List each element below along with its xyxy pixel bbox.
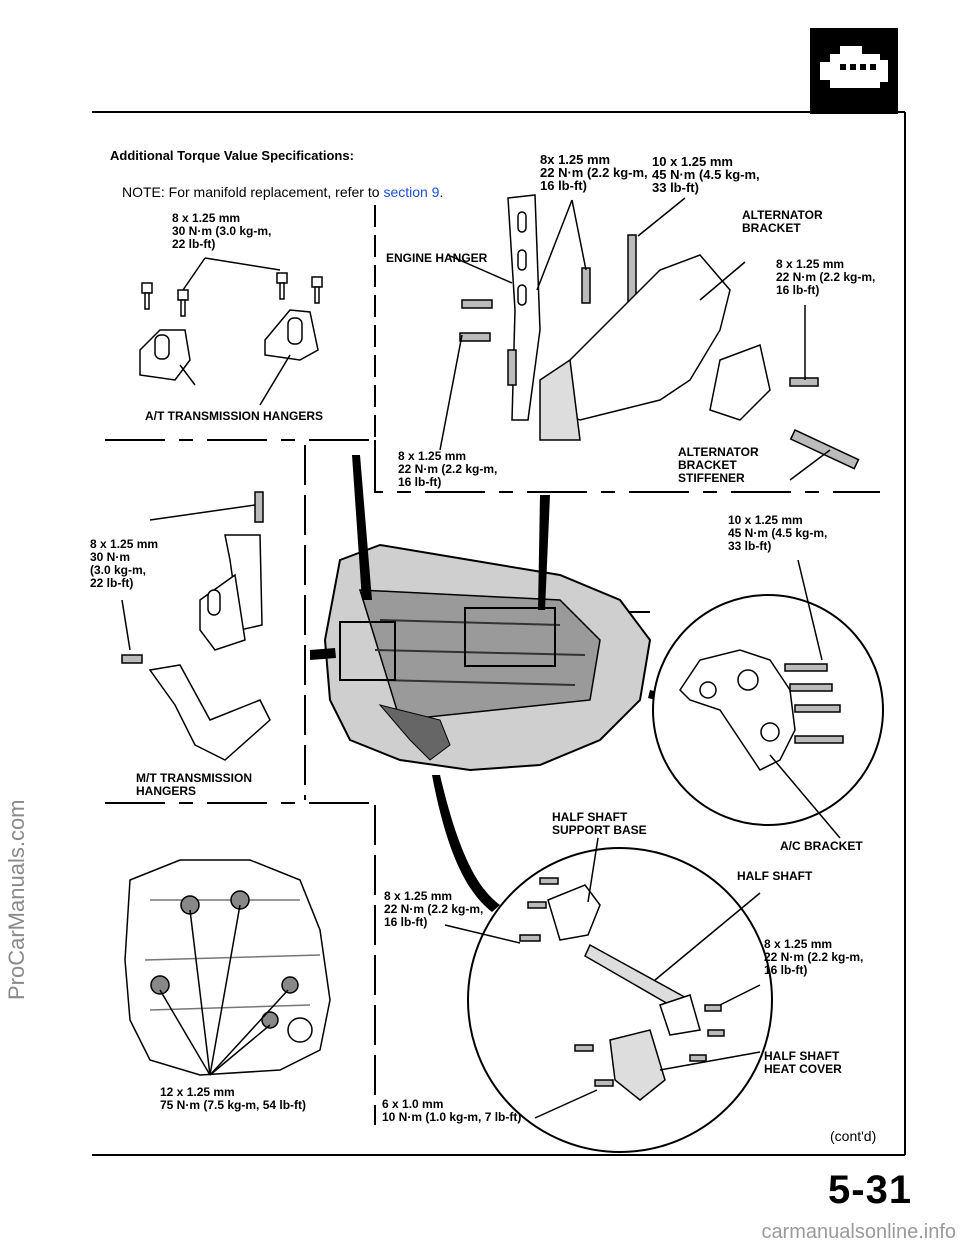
engine-section-badge xyxy=(810,28,898,114)
engine-hanger-lower-spec-label: 8 x 1.25 mm 22 N·m (2.2 kg-m, 16 lb-ft) xyxy=(398,449,498,489)
half-base-spec-label: 8 x 1.25 mm 22 N·m (2.2 kg-m, 16 lb-ft) xyxy=(384,889,484,929)
half-shaft-label: HALF SHAFT xyxy=(737,869,813,883)
spec-title: Additional Torque Value Specifications: xyxy=(110,148,354,163)
alternator-stiffener-label: ALTERNATOR BRACKET STIFFENER xyxy=(678,445,759,485)
engine-block xyxy=(323,543,652,772)
mt-bolt-spec-label: 8 x 1.25 mm 30 N·m (3.0 kg-m, 22 lb-ft) xyxy=(90,537,159,590)
alternator-top-spec-label: 10 x 1.25 mm 45 N·m (4.5 kg-m, 33 lb-ft) xyxy=(652,154,760,195)
at-hangers-label: A/T TRANSMISSION HANGERS xyxy=(145,409,324,423)
engine-hanger-spec-label: 8x 1.25 mm 22 N·m (2.2 kg-m, 16 lb-ft) xyxy=(540,152,648,193)
side-watermark: ProCarManuals.com xyxy=(4,799,29,1000)
engine-hanger-label: ENGINE HANGER xyxy=(386,251,488,265)
manifold-note: NOTE: For manifold replacement, refer to… xyxy=(122,184,443,200)
transmission-spec-label: 12 x 1.25 mm 75 N·m (7.5 kg-m, 54 lb-ft) xyxy=(160,1085,307,1112)
page-number: 5-31 xyxy=(828,1168,913,1212)
at-hangers-drawing xyxy=(139,272,323,381)
engine-hanger-drawing xyxy=(459,194,637,421)
bottom-watermark: carmanualsonline.info xyxy=(761,1221,956,1243)
note-text: NOTE: For manifold replacement, refer to xyxy=(122,184,380,200)
continued-label: (cont'd) xyxy=(830,1128,877,1144)
section-9-link[interactable]: section 9 xyxy=(383,184,440,200)
heat-cover-spec-label: 6 x 1.0 mm 10 N·m (1.0 kg-m, 7 lb-ft) xyxy=(382,1097,522,1124)
note-suffix: . xyxy=(439,184,444,200)
half-shaft-detail xyxy=(467,847,773,1153)
heat-cover-label: HALF SHAFT HEAT COVER xyxy=(764,1049,842,1076)
mt-hangers-label: M/T TRANSMISSION HANGERS xyxy=(136,771,252,798)
at-bolt-spec-label: 8 x 1.25 mm 30 N·m (3.0 kg-m, 22 lb-ft) xyxy=(172,211,272,251)
alternator-bracket-drawing xyxy=(539,254,860,470)
half-shaft-spec-label: 8 x 1.25 mm 22 N·m (2.2 kg-m, 16 lb-ft) xyxy=(764,937,864,977)
alternator-bracket-spec-label: 8 x 1.25 mm 22 N·m (2.2 kg-m, 16 lb-ft) xyxy=(776,257,876,297)
ac-bracket-label: A/C BRACKET xyxy=(780,839,863,853)
half-shaft-base-label: HALF SHAFT SUPPORT BASE xyxy=(552,810,647,837)
transmission-drawing xyxy=(124,859,331,1076)
mt-hangers-drawing xyxy=(121,491,271,761)
ac-bracket-spec-label: 10 x 1.25 mm 45 N·m (4.5 kg-m, 33 lb-ft) xyxy=(728,513,828,553)
alternator-bracket-label: ALTERNATOR BRACKET xyxy=(742,208,823,235)
engine-icon xyxy=(820,46,888,88)
